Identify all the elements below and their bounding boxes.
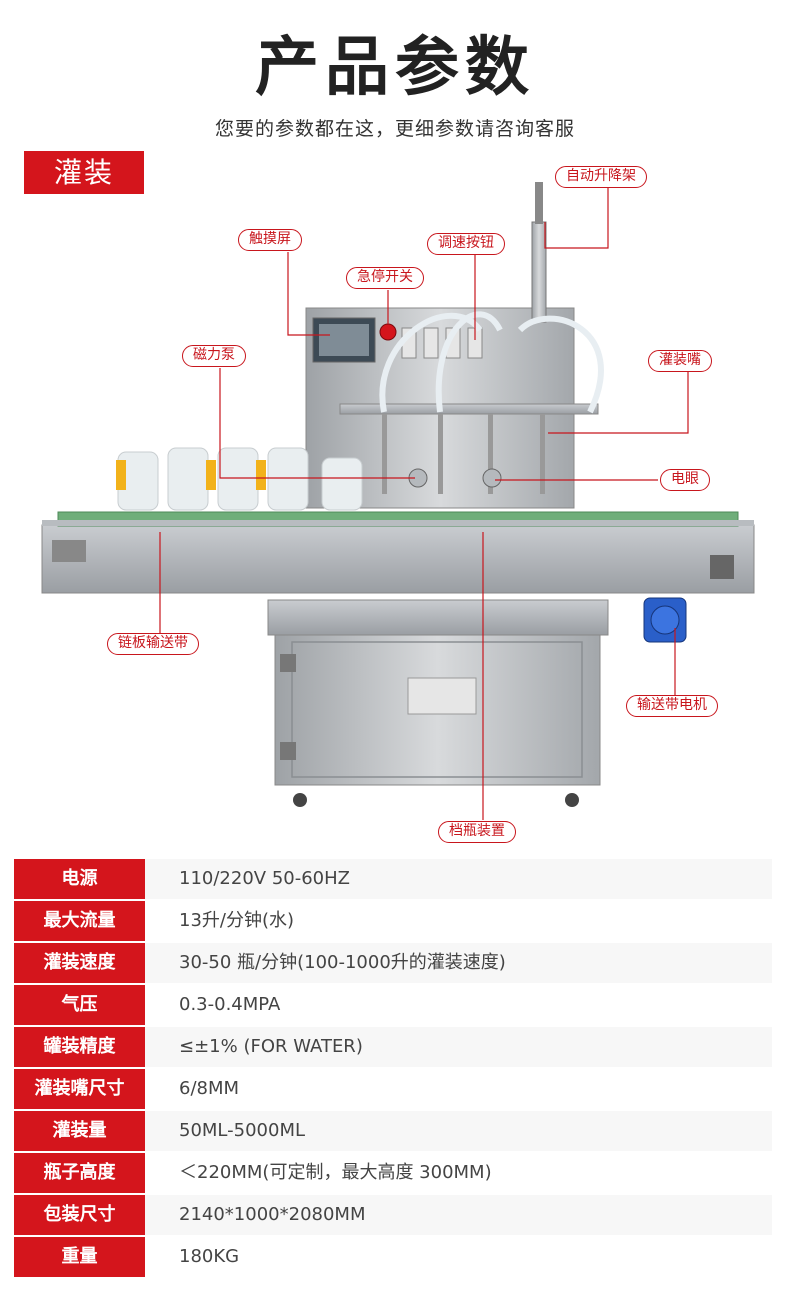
hinge-top — [280, 654, 296, 672]
conveyor-end-plate-right — [710, 555, 734, 579]
spec-label: 气压 — [14, 985, 145, 1025]
spec-label: 重量 — [14, 1237, 145, 1277]
section-tag: 灌装 — [24, 151, 144, 194]
callout-conveyor-motor: 输送带电机 — [626, 695, 718, 717]
conveyor-motor-fan — [650, 605, 680, 635]
spec-label: 灌装量 — [14, 1111, 145, 1151]
callout-emergency-stop: 急停开关 — [346, 267, 424, 289]
spec-table: 电源 110/220V 50-60HZ 最大流量 13升/分钟(水) 灌装速度 … — [14, 859, 772, 1279]
leader-lift-frame — [544, 185, 609, 249]
spec-value: 30-50 瓶/分钟(100-1000升的灌装速度) — [179, 952, 506, 973]
bottle-3 — [217, 447, 259, 511]
leader-magnetic-pump — [219, 368, 415, 479]
spec-row: 最大流量 13升/分钟(水) — [14, 901, 772, 941]
spec-value: 110/220V 50-60HZ — [179, 868, 350, 889]
hose-3 — [517, 315, 604, 414]
nozzle-2 — [438, 414, 443, 494]
spec-value: 2140*1000*2080MM — [179, 1204, 366, 1225]
callout-magnetic-pump: 磁力泵 — [182, 345, 246, 367]
spec-row: 气压 0.3-0.4MPA — [14, 985, 772, 1025]
callout-filling-nozzle: 灌装嘴 — [648, 350, 712, 372]
nameplate — [407, 677, 477, 715]
spec-value: 13升/分钟(水) — [179, 910, 295, 931]
bottle-4 — [267, 447, 309, 511]
spec-label: 灌装速度 — [14, 943, 145, 983]
machine-illustration — [30, 160, 770, 850]
callout-speed-knob: 调速按钮 — [427, 233, 505, 255]
spec-row: 灌装嘴尺寸 6/8MM — [14, 1069, 772, 1109]
lift-column — [531, 221, 547, 323]
nozzle-bar — [339, 403, 599, 415]
filling-machine-drawing — [41, 182, 755, 820]
spec-row: 灌装量 50ML-5000ML — [14, 1111, 772, 1151]
bottle-handle-2 — [206, 460, 216, 490]
spec-value: 6/8MM — [179, 1078, 240, 1099]
spec-value: 180KG — [179, 1246, 240, 1267]
spec-row: 电源 110/220V 50-60HZ — [14, 859, 772, 899]
hinge-bottom — [280, 742, 296, 760]
conveyor-rail — [42, 520, 754, 526]
spec-label: 最大流量 — [14, 901, 145, 941]
speed-knob-2 — [423, 327, 439, 359]
magnetic-pump-2 — [482, 468, 502, 488]
spec-label: 灌装嘴尺寸 — [14, 1069, 145, 1109]
bottle-handle-3 — [256, 460, 266, 490]
nozzle-3 — [488, 414, 493, 494]
conveyor-frame — [41, 524, 755, 594]
spec-label: 瓶子高度 — [14, 1153, 145, 1193]
callout-photo-eye: 电眼 — [660, 469, 710, 491]
callout-lift-frame: 自动升降架 — [555, 166, 647, 188]
spec-label: 电源 — [14, 859, 145, 899]
spec-row: 罐装精度 ≤±1% (FOR WATER) — [14, 1027, 772, 1067]
touch-screen-glass — [319, 324, 369, 356]
nozzle-1 — [382, 414, 387, 494]
hose-2 — [435, 311, 503, 413]
spec-label: 罐装精度 — [14, 1027, 145, 1067]
callout-chain-conveyor: 链板输送带 — [107, 633, 199, 655]
spec-row: 重量 180KG — [14, 1237, 772, 1277]
spec-row: 灌装速度 30-50 瓶/分钟(100-1000升的灌装速度) — [14, 943, 772, 983]
conveyor-end-plate-left — [52, 540, 86, 562]
spec-value: 0.3-0.4MPA — [179, 994, 281, 1015]
callout-touch-screen: 触摸屏 — [238, 229, 302, 251]
cabinet-top — [267, 599, 609, 636]
page-subtitle: 您要的参数都在这，更细参数请咨询客服 — [214, 118, 575, 140]
spec-row: 瓶子高度 ＜220MM(可定制，最大高度 300MM) — [14, 1153, 772, 1193]
leader-touch-screen — [287, 252, 330, 336]
cabinet-door — [291, 641, 583, 778]
spec-row: 包装尺寸 2140*1000*2080MM — [14, 1195, 772, 1235]
spec-label: 包装尺寸 — [14, 1195, 145, 1235]
callout-bottle-stopper: 档瓶装置 — [438, 821, 516, 843]
leader-filling-nozzle — [548, 372, 689, 434]
nozzle-4 — [540, 414, 545, 494]
bottle-handle-1 — [116, 460, 126, 490]
wheel-right — [565, 793, 579, 807]
wheel-left — [293, 793, 307, 807]
emergency-stop-button — [379, 323, 397, 341]
spec-value: ≤±1% (FOR WATER) — [179, 1036, 363, 1057]
page-title: 产品参数 — [255, 31, 535, 105]
spec-value: 50ML-5000ML — [179, 1120, 306, 1141]
bottle-2 — [167, 447, 209, 511]
spec-value: ＜220MM(可定制，最大高度 300MM) — [179, 1162, 492, 1183]
bottle-5 — [321, 457, 363, 511]
lift-rod — [535, 182, 543, 224]
